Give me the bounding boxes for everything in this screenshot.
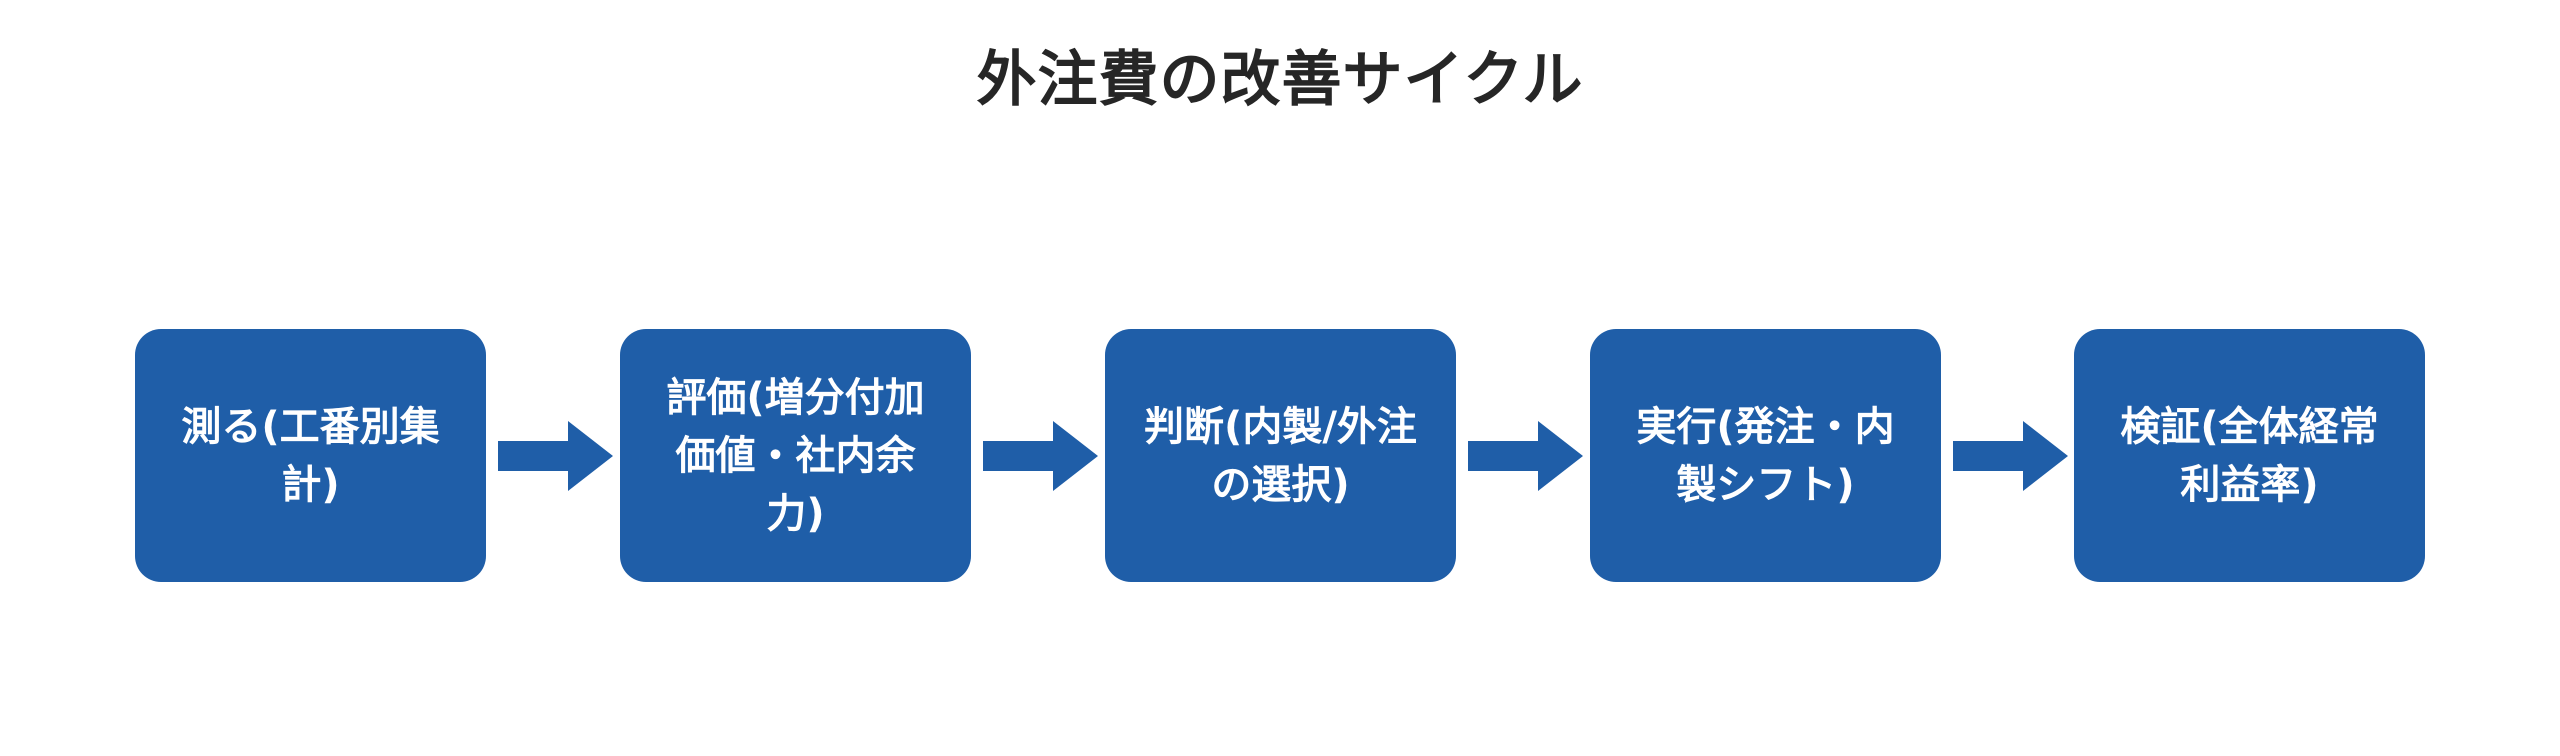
right-arrow-icon: [1953, 421, 2068, 491]
right-arrow-icon: [983, 421, 1098, 491]
step-label-verify: 検証(全体経常利益率): [2120, 403, 2379, 508]
step-label-decide: 判断(内製/外注の選択): [1144, 403, 1417, 508]
diagram-title: 外注費の改善サイクル: [976, 45, 1584, 115]
step-label-measure: 測る(工番別集計): [181, 403, 440, 508]
right-arrow-icon: [1468, 421, 1583, 491]
step-label-evaluate: 評価(増分付加価値・社内余力): [666, 374, 925, 537]
step-box-decide: 判断(内製/外注の選択): [1105, 329, 1456, 582]
step-box-evaluate: 評価(増分付加価値・社内余力): [620, 329, 971, 582]
process-flow: 測る(工番別集計) 評価(増分付加価値・社内余力) 判断(内製/外注の選択) 実…: [135, 329, 2425, 582]
step-box-verify: 検証(全体経常利益率): [2074, 329, 2425, 582]
right-arrow-icon: [498, 421, 613, 491]
step-box-measure: 測る(工番別集計): [135, 329, 486, 582]
step-box-execute: 実行(発注・内製シフト): [1590, 329, 1941, 582]
step-label-execute: 実行(発注・内製シフト): [1636, 403, 1895, 508]
